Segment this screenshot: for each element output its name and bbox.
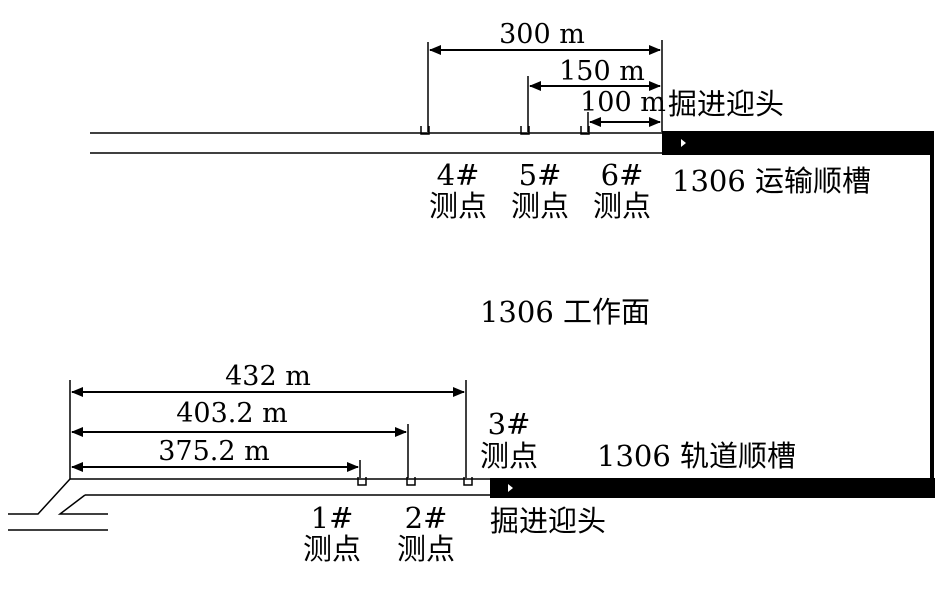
transport-heading-marker <box>681 139 686 147</box>
dim-100-label: 100 m <box>580 87 666 118</box>
point-3-label: 测点 <box>480 439 538 473</box>
point-6-label: 测点 <box>593 189 651 223</box>
dim-375-label: 375.2 m <box>158 436 269 467</box>
dim-432-label: 432 m <box>225 361 311 392</box>
point-2-label: 测点 <box>397 532 455 566</box>
point-4-number: 4# <box>437 158 480 192</box>
transport-point-ticks <box>420 126 590 135</box>
dim-150-label: 150 m <box>559 56 645 87</box>
track-heading-label: 掘进迎头 <box>490 504 606 538</box>
point-4-tick <box>420 126 430 135</box>
track-dimensions <box>69 380 467 479</box>
transport-heading-label: 掘进迎头 <box>668 87 784 121</box>
branch-upper <box>8 478 71 515</box>
point-6-tick <box>580 126 590 135</box>
dim-300-label: 300 m <box>499 19 585 50</box>
point-5-label: 测点 <box>511 189 569 223</box>
point-4-label: 测点 <box>429 189 487 223</box>
point-1-tick <box>357 477 367 486</box>
track-roadway <box>70 478 935 498</box>
point-1-label: 测点 <box>303 532 361 566</box>
branch-lower <box>57 494 108 515</box>
branch-roadway <box>8 478 108 531</box>
point-2-number: 2# <box>405 501 448 535</box>
point-5-number: 5# <box>519 158 562 192</box>
point-6-number: 6# <box>601 158 644 192</box>
transport-roadway <box>90 131 934 155</box>
transport-roadway-label: 1306 运输顺槽 <box>672 164 871 198</box>
point-2-tick <box>406 477 416 486</box>
dim-403-label: 403.2 m <box>176 398 287 429</box>
track-heading-bar <box>490 478 935 498</box>
working-face-label: 1306 工作面 <box>480 295 650 329</box>
point-3-number: 3# <box>488 407 531 441</box>
point-5-tick <box>520 126 530 135</box>
point-3-tick <box>463 477 473 486</box>
track-point-ticks <box>357 477 473 486</box>
track-roadway-label: 1306 轨道顺槽 <box>597 439 796 473</box>
transport-heading-bar <box>662 131 934 155</box>
transport-dimensions <box>427 40 663 132</box>
track-heading-marker <box>508 484 513 492</box>
point-1-number: 1# <box>311 501 354 535</box>
